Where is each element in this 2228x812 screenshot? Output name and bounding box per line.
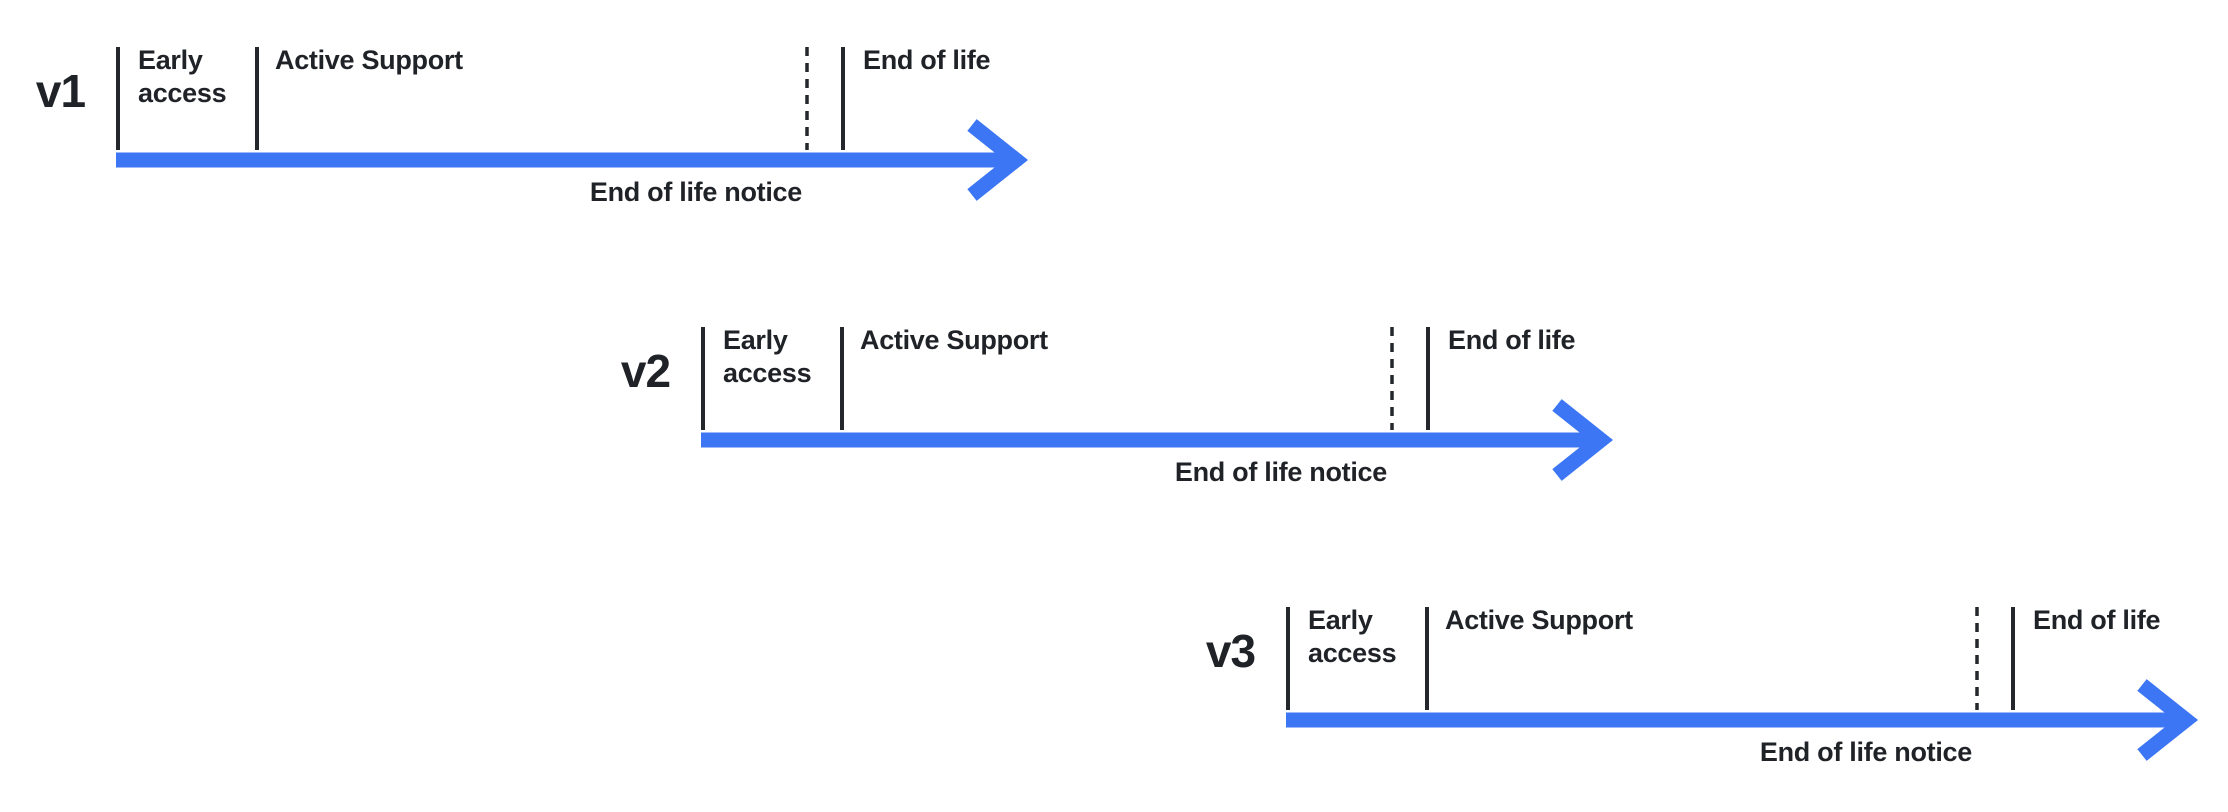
timeline-v1: v1 Early access Active Support End of li… [23,30,1083,215]
phase-label-active-support: Active Support [1445,605,1633,635]
phase-label-active-support: Active Support [275,45,463,75]
end-of-life-notice-label: End of life notice [1759,737,1972,767]
version-label: v2 [620,345,671,397]
timeline-v3: v3 Early access Active Support End of li… [1193,590,2228,775]
phase-label-end-of-life: End of life [863,45,991,75]
end-of-life-notice-label: End of life notice [1174,457,1387,487]
phase-label-early-access: Early access [138,45,227,108]
timeline-v1-axis [116,47,1029,201]
phase-label-end-of-life: End of life [1448,325,1576,355]
timeline-v2: v2 Early access Active Support End of li… [608,310,1668,495]
end-of-life-notice-label: End of life notice [589,177,802,207]
phase-label-early-access: Early access [723,325,812,388]
timeline-v2-axis [701,327,1614,481]
timeline-arrowhead-icon [1552,399,1614,481]
timeline-arrowhead-icon [967,119,1029,201]
phase-label-end-of-life: End of life [2033,605,2161,635]
phase-label-active-support: Active Support [860,325,1048,355]
phase-label-early-access: Early access [1308,605,1397,668]
version-label: v1 [35,65,86,117]
version-label: v3 [1205,625,1256,677]
timeline-v3-axis [1286,607,2199,761]
timeline-arrowhead-icon [2137,679,2199,761]
